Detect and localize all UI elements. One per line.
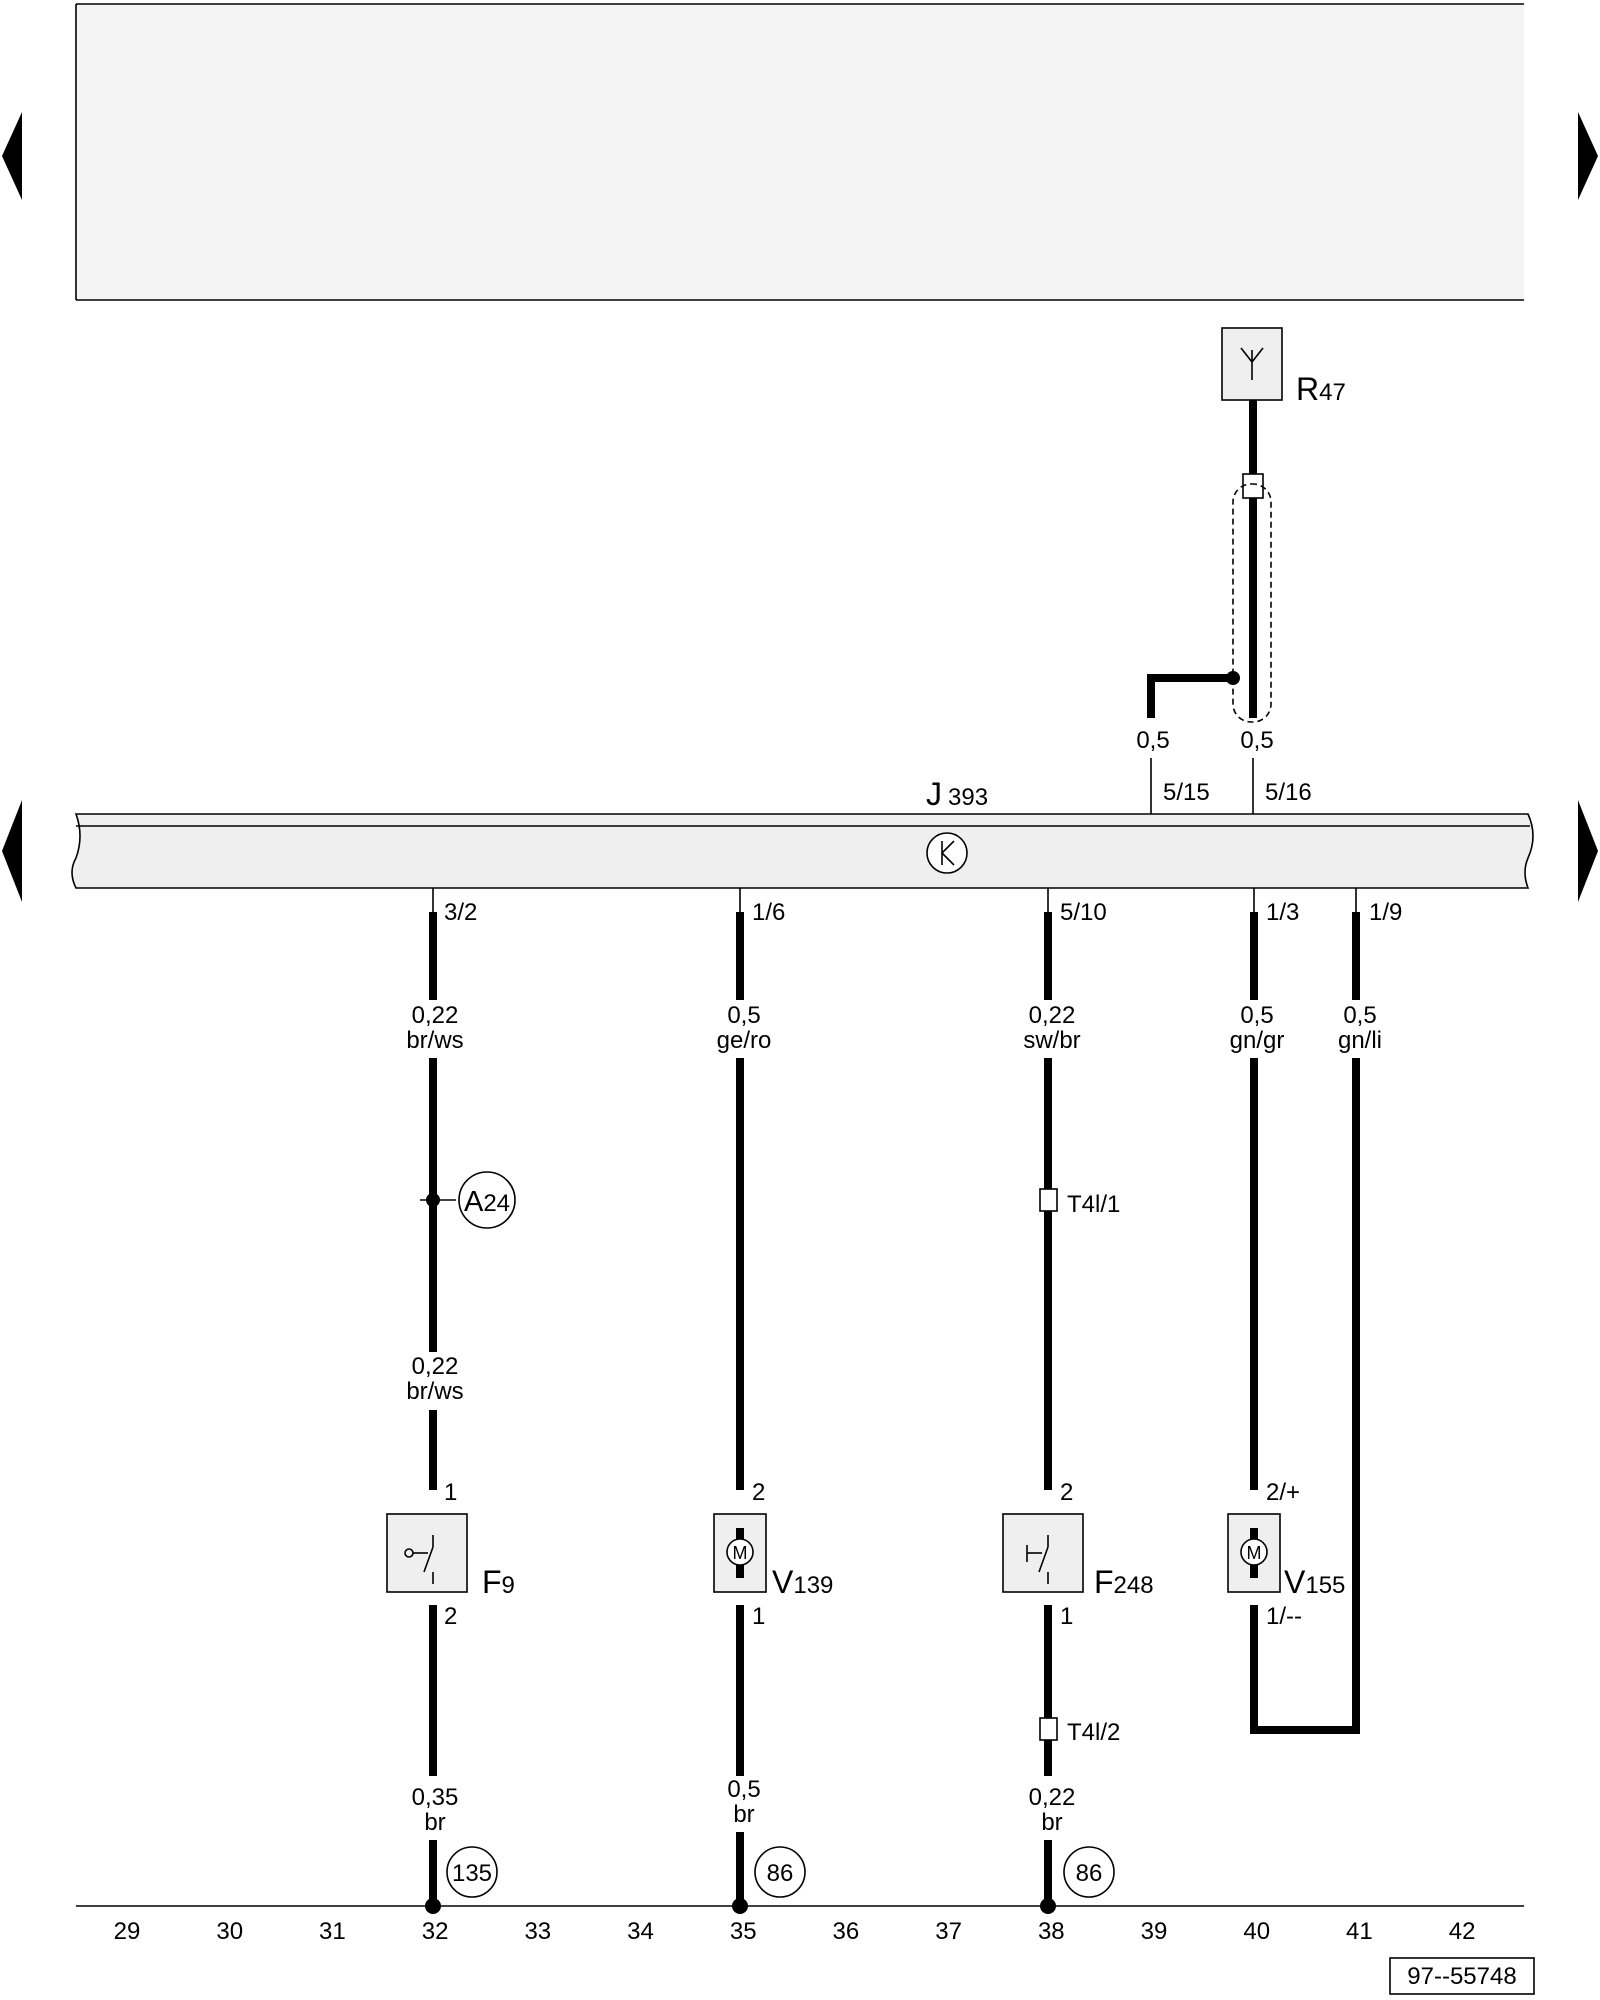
wire-c40-color: gn/gr	[1230, 1027, 1285, 1054]
r47-label: R47	[1296, 371, 1346, 407]
ground-ref-86-a[interactable]	[754, 1846, 806, 1898]
ground-ref-135-label: 135	[452, 1860, 492, 1887]
connector-t4l1-icon	[1039, 1188, 1058, 1212]
a24-ref[interactable]	[458, 1171, 516, 1229]
prev-arrow-icon-lower[interactable]	[2, 800, 22, 902]
v139-pin-top: 2	[752, 1479, 765, 1506]
ground-ref-86-b[interactable]	[1063, 1846, 1115, 1898]
grid-number: 39	[1141, 1918, 1168, 1945]
next-arrow-icon-lower[interactable]	[1578, 800, 1598, 902]
connector-t4l1-label: T4l/1	[1067, 1191, 1120, 1218]
grid-number: 35	[730, 1918, 757, 1945]
wire-c35-b-color: br	[733, 1801, 754, 1828]
wire-c38-a-color: sw/br	[1023, 1027, 1080, 1054]
footer-code: 97--55748	[1407, 1963, 1516, 1990]
wire-c41-color: gn/li	[1338, 1027, 1382, 1054]
ground-ref-135[interactable]	[446, 1846, 498, 1898]
grid-number: 32	[422, 1918, 449, 1945]
r47-connector-icon	[1242, 473, 1264, 499]
svg-text:M: M	[733, 1543, 748, 1563]
wire-c32-c-color: br	[424, 1809, 445, 1836]
connector-t4l2-icon	[1039, 1717, 1058, 1741]
pin-13-label: 1/3	[1266, 899, 1299, 926]
shield-outline	[1232, 483, 1272, 723]
grid-number: 42	[1449, 1918, 1476, 1945]
grid-number: 37	[935, 1918, 962, 1945]
pressure-switch-icon	[404, 1535, 434, 1584]
wire-c32-a-size: 0,22	[412, 1002, 459, 1029]
wire-c32-c-size: 0,35	[412, 1784, 459, 1811]
grid-number: 38	[1038, 1918, 1065, 1945]
shield-junction	[1226, 671, 1240, 685]
grid-numbers: 29 30 31 32 33 34 35 36 37 38 39 40 41 42	[114, 1918, 1476, 1945]
temperature-switch-icon	[1026, 1535, 1049, 1584]
motor-icon: M	[726, 1528, 754, 1578]
wire-c32-b-size: 0,22	[412, 1353, 459, 1380]
wire-c41[interactable]	[1250, 1058, 1360, 1734]
grid-number: 31	[319, 1918, 346, 1945]
pin-516-label: 5/16	[1265, 779, 1312, 806]
f248-label: F248	[1094, 1564, 1154, 1600]
v139-label: V139	[772, 1564, 833, 1600]
v139-pin-bot: 1	[752, 1603, 765, 1630]
grid-number: 34	[627, 1918, 654, 1945]
f9-label: F9	[482, 1564, 515, 1600]
svg-text:M: M	[1247, 1543, 1262, 1563]
pin-515-label: 5/15	[1163, 779, 1210, 806]
header-panel	[76, 4, 1524, 300]
wire-shield[interactable]	[1147, 674, 1233, 718]
wire-c35-b-size: 0,5	[727, 1776, 760, 1803]
v155-pin-bot: 1/--	[1266, 1603, 1302, 1630]
grid-number: 29	[114, 1918, 141, 1945]
v155-pin-top: 2/+	[1266, 1479, 1300, 1506]
antenna-icon	[1240, 347, 1264, 380]
v155-label: V155	[1284, 1564, 1345, 1600]
ground-ref-86-b-label: 86	[1076, 1860, 1103, 1887]
prev-arrow-icon[interactable]	[2, 112, 22, 200]
pin-32-label: 3/2	[444, 899, 477, 926]
connector-t4l2-label: T4l/2	[1067, 1719, 1120, 1746]
f248-box	[1002, 1513, 1084, 1593]
grid-number: 40	[1243, 1918, 1270, 1945]
f248-pin-top: 2	[1060, 1479, 1073, 1506]
grid-number: 36	[833, 1918, 860, 1945]
f248-pin-bot: 1	[1060, 1603, 1073, 1630]
wire-r47-a-size: 0,5	[1136, 727, 1169, 754]
grid-number: 33	[524, 1918, 551, 1945]
wire-c38-a-size: 0,22	[1029, 1002, 1076, 1029]
wire-c40-size: 0,5	[1240, 1002, 1273, 1029]
pin-19-label: 1/9	[1369, 899, 1402, 926]
grid-number: 30	[216, 1918, 243, 1945]
pin-510-label: 5/10	[1060, 899, 1107, 926]
transistor-icon	[926, 832, 968, 874]
j393-bar	[71, 813, 1534, 889]
motor-icon-v155: M	[1240, 1528, 1268, 1578]
wire-c35-a-color: ge/ro	[717, 1027, 772, 1054]
wire-c32-a-color: br/ws	[406, 1027, 463, 1054]
wire-c38-b-color: br	[1041, 1809, 1062, 1836]
f9-pin-bot: 2	[444, 1603, 457, 1630]
wire-r47-b-size: 0,5	[1240, 727, 1273, 754]
next-arrow-icon[interactable]	[1578, 112, 1598, 200]
footer-code-box	[1389, 1957, 1535, 1995]
wire-c35-a-size: 0,5	[727, 1002, 760, 1029]
wire-c41-size: 0,5	[1343, 1002, 1376, 1029]
a24-label: A24	[464, 1186, 510, 1218]
ground-ref-86-a-label: 86	[767, 1860, 794, 1887]
pin-16-label: 1/6	[752, 899, 785, 926]
wire-c38-b-size: 0,22	[1029, 1784, 1076, 1811]
grid-number: 41	[1346, 1918, 1373, 1945]
wire-c32-b-color: br/ws	[406, 1378, 463, 1405]
f9-pin-top: 1	[444, 1479, 457, 1506]
